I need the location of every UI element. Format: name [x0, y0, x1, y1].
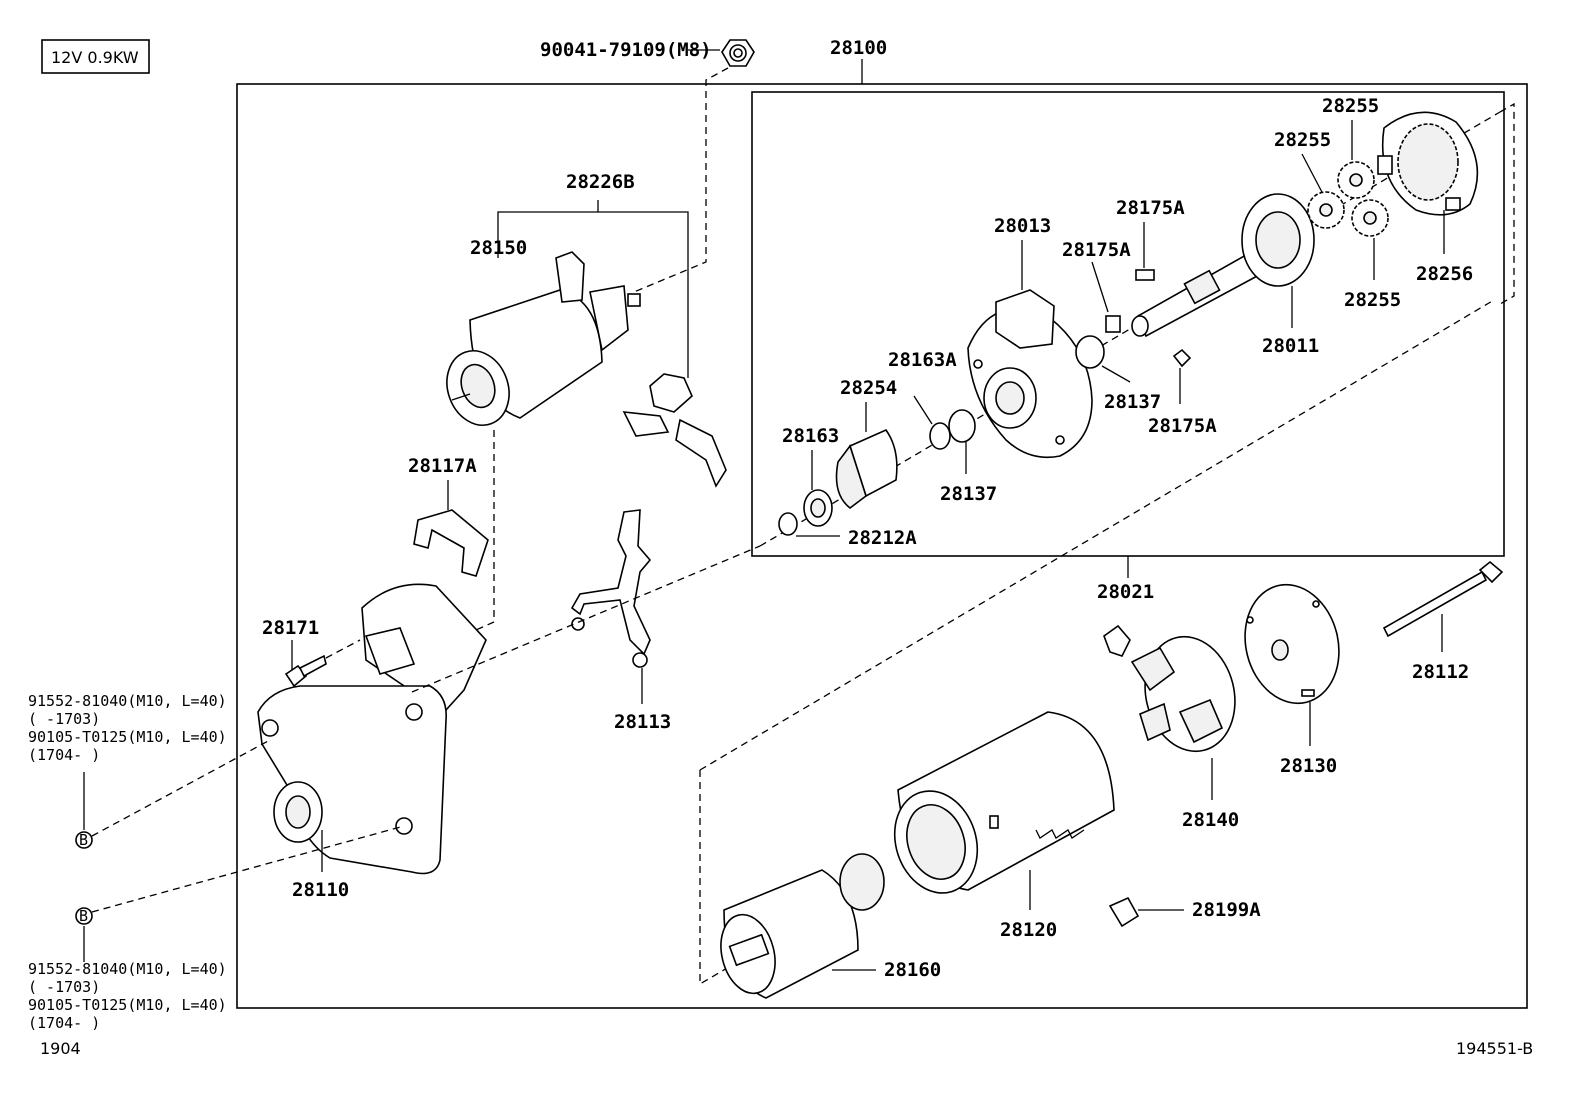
terminal-cover-icon: [413, 509, 489, 577]
callout-28100[interactable]: 28100: [830, 37, 887, 59]
callout-28171[interactable]: 28171: [262, 617, 319, 639]
solenoid-icon: [446, 251, 641, 426]
key-icon-1: [1135, 269, 1155, 281]
internal-gear-icon: [1377, 111, 1479, 216]
callout-28113[interactable]: 28113: [614, 711, 671, 733]
callout-nut[interactable]: 90041-79109(M8): [540, 39, 712, 61]
center-bracket-icon: [967, 289, 1093, 459]
callout-28255-top[interactable]: 28255: [1322, 95, 1379, 117]
bolt-note-top-4: (1704- ): [28, 746, 100, 764]
marker-b-top: [75, 831, 93, 849]
callout-28013[interactable]: 28013: [994, 215, 1051, 237]
solenoid-axis-dash: [475, 430, 495, 631]
leader-28175A-2: [1091, 261, 1109, 313]
kit-28226B-bracket: [497, 200, 689, 378]
axis-b-bottom: [91, 825, 405, 913]
lower-left-dash: [699, 770, 735, 986]
bolt-note-bottom-3: 90105-T0125(M10, L=40): [28, 996, 227, 1014]
main-axis-lower: [699, 299, 1495, 771]
callout-28175A-2[interactable]: 28175A: [1062, 239, 1131, 261]
key-icon-2: [1105, 315, 1121, 333]
callout-28011[interactable]: 28011: [1262, 335, 1319, 357]
ring-icon-1: [1075, 335, 1105, 369]
inner-box-dash: [1499, 102, 1515, 305]
ring-icon-2: [948, 409, 976, 443]
bolt-note-top-1: 91552-81040(M10, L=40): [28, 692, 227, 710]
yoke-icon: [893, 711, 1115, 894]
callout-28255-mid[interactable]: 28255: [1274, 129, 1331, 151]
callout-28150[interactable]: 28150: [470, 237, 527, 259]
armature-icon: [720, 853, 885, 999]
stop-collar-inner: [810, 498, 826, 518]
bolt-icon: [284, 654, 327, 688]
callout-28254[interactable]: 28254: [840, 377, 897, 399]
callout-28175A-3[interactable]: 28175A: [1148, 415, 1217, 437]
planetary-shaft-icon: [1131, 193, 1315, 338]
callout-28175A-1[interactable]: 28175A: [1116, 197, 1185, 219]
snap-ring-icon: [778, 512, 798, 536]
callout-28112[interactable]: 28112: [1412, 661, 1469, 683]
callout-28163A[interactable]: 28163A: [888, 349, 957, 371]
bolt-note-top-2: ( -1703): [28, 710, 100, 728]
end-frame-icon: [1244, 583, 1340, 705]
callout-28110[interactable]: 28110: [292, 879, 349, 901]
leader-28163A: [913, 395, 933, 425]
through-bolt-icon: [1382, 560, 1504, 638]
bolt-axis-dash: [325, 639, 361, 659]
callout-28163[interactable]: 28163: [782, 425, 839, 447]
assembly-28100-frame: [236, 83, 1528, 1009]
nut-icon: [721, 39, 755, 67]
callout-28255-bottom[interactable]: 28255: [1344, 289, 1401, 311]
callout-28199A[interactable]: 28199A: [1192, 899, 1261, 921]
callout-28137-1[interactable]: 28137: [1104, 391, 1161, 413]
grommet-icon: [1108, 896, 1140, 928]
callout-28137-2[interactable]: 28137: [940, 483, 997, 505]
bolt-note-bottom-2: ( -1703): [28, 978, 100, 996]
callout-28120[interactable]: 28120: [1000, 919, 1057, 941]
callout-28226B[interactable]: 28226B: [566, 171, 635, 193]
callout-28021[interactable]: 28021: [1097, 581, 1154, 603]
shim-icon: [929, 422, 951, 450]
planet-gear-icon-2: [1337, 161, 1375, 199]
axis-b-top: [91, 739, 271, 837]
callout-28256[interactable]: 28256: [1416, 263, 1473, 285]
drive-lever-icon: [570, 509, 652, 668]
leader-28255-mid: [1301, 153, 1325, 197]
bolt-note-bottom-1: 91552-81040(M10, L=40): [28, 960, 227, 978]
drive-housing-icon: [257, 583, 487, 875]
footer-right: 194551-B: [1456, 1039, 1533, 1058]
marker-b-bottom: [75, 907, 93, 925]
callout-28212A[interactable]: 28212A: [848, 527, 917, 549]
contact-plate-icon: [622, 373, 727, 488]
callout-28160[interactable]: 28160: [884, 959, 941, 981]
callout-28117A[interactable]: 28117A: [408, 455, 477, 477]
key-icon-3: [1172, 348, 1192, 368]
spec-label-box: [41, 39, 150, 74]
callout-28140[interactable]: 28140: [1182, 809, 1239, 831]
leader-28137-1: [1101, 365, 1131, 383]
marker-b-bottom-label: B: [79, 907, 88, 925]
bolt-note-bottom-4: (1704- ): [28, 1014, 100, 1032]
main-axis-upper: [411, 545, 761, 693]
planet-gear-icon-3: [1351, 199, 1389, 237]
callout-28130[interactable]: 28130: [1280, 755, 1337, 777]
spec-label: 12V 0.9KW: [51, 48, 139, 67]
marker-b-top-label: B: [79, 831, 88, 849]
brush-holder-icon: [1103, 624, 1236, 753]
main-axis-inner: [759, 111, 1501, 547]
footer-left: 1904: [40, 1039, 81, 1058]
bolt-note-top-3: 90105-T0125(M10, L=40): [28, 728, 227, 746]
nut-axis-dash: [633, 67, 729, 293]
planet-gear-icon-1: [1307, 191, 1345, 229]
clutch-gear-icon: [835, 429, 898, 510]
